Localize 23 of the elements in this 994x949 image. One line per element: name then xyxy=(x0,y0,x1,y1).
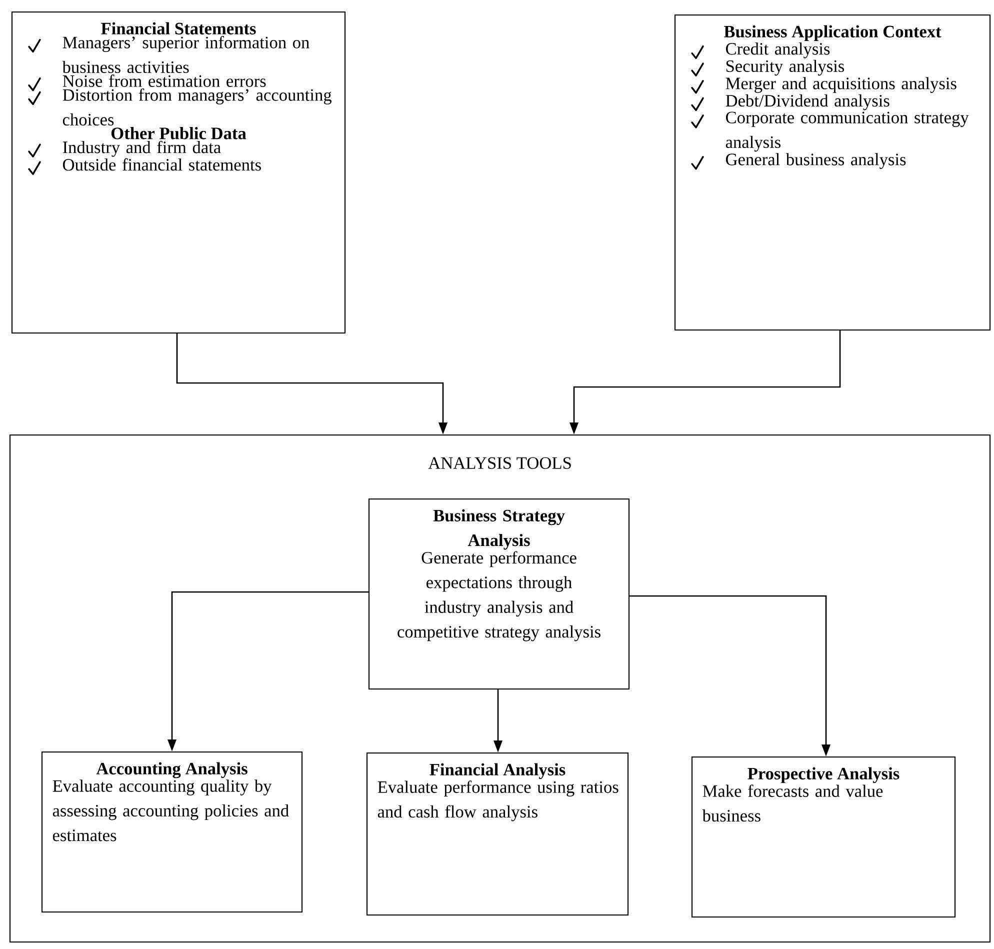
box-description: Generate performance expectations through industry analysis and competitive strategy analysis xyxy=(398,551,600,642)
list-item: Managers’ superior information on business activities xyxy=(62,36,310,74)
list-item: Corporate communication strategy analysis xyxy=(726,112,969,152)
box-heading: Business Application Context xyxy=(724,25,942,41)
list-item: Industry and firm data xyxy=(62,140,221,157)
box-description: Evaluate performance using ratios and cash flow analysis xyxy=(378,780,618,822)
panel-title: ANALYSIS TOOLS xyxy=(428,457,571,469)
box-heading: Prospective Analysis xyxy=(748,767,900,784)
list-item: Distortion from managers’ accounting choices xyxy=(62,88,332,126)
box-description: Make forecasts and value business xyxy=(702,784,883,822)
box-heading: Other Public Data xyxy=(111,127,246,140)
box-heading: Financial Statements xyxy=(101,22,256,34)
list-item: Debt/Dividend analysis xyxy=(726,94,890,110)
list-item: Security analysis xyxy=(726,60,844,76)
list-item: Merger and acquisitions analysis xyxy=(726,77,956,93)
list-item: General business analysis xyxy=(726,153,906,169)
list-item: Noise from estimation errors xyxy=(62,74,266,87)
list-item: Outside financial statements xyxy=(62,158,261,171)
box-heading: Financial Analysis xyxy=(430,763,566,780)
box-heading: Accounting Analysis xyxy=(96,762,248,778)
box-description: Evaluate accounting quality by assessing accounting policies and estimates xyxy=(52,780,289,842)
box-heading: Business Strategy Analysis xyxy=(433,509,565,550)
list-item: Credit analysis xyxy=(726,42,830,58)
